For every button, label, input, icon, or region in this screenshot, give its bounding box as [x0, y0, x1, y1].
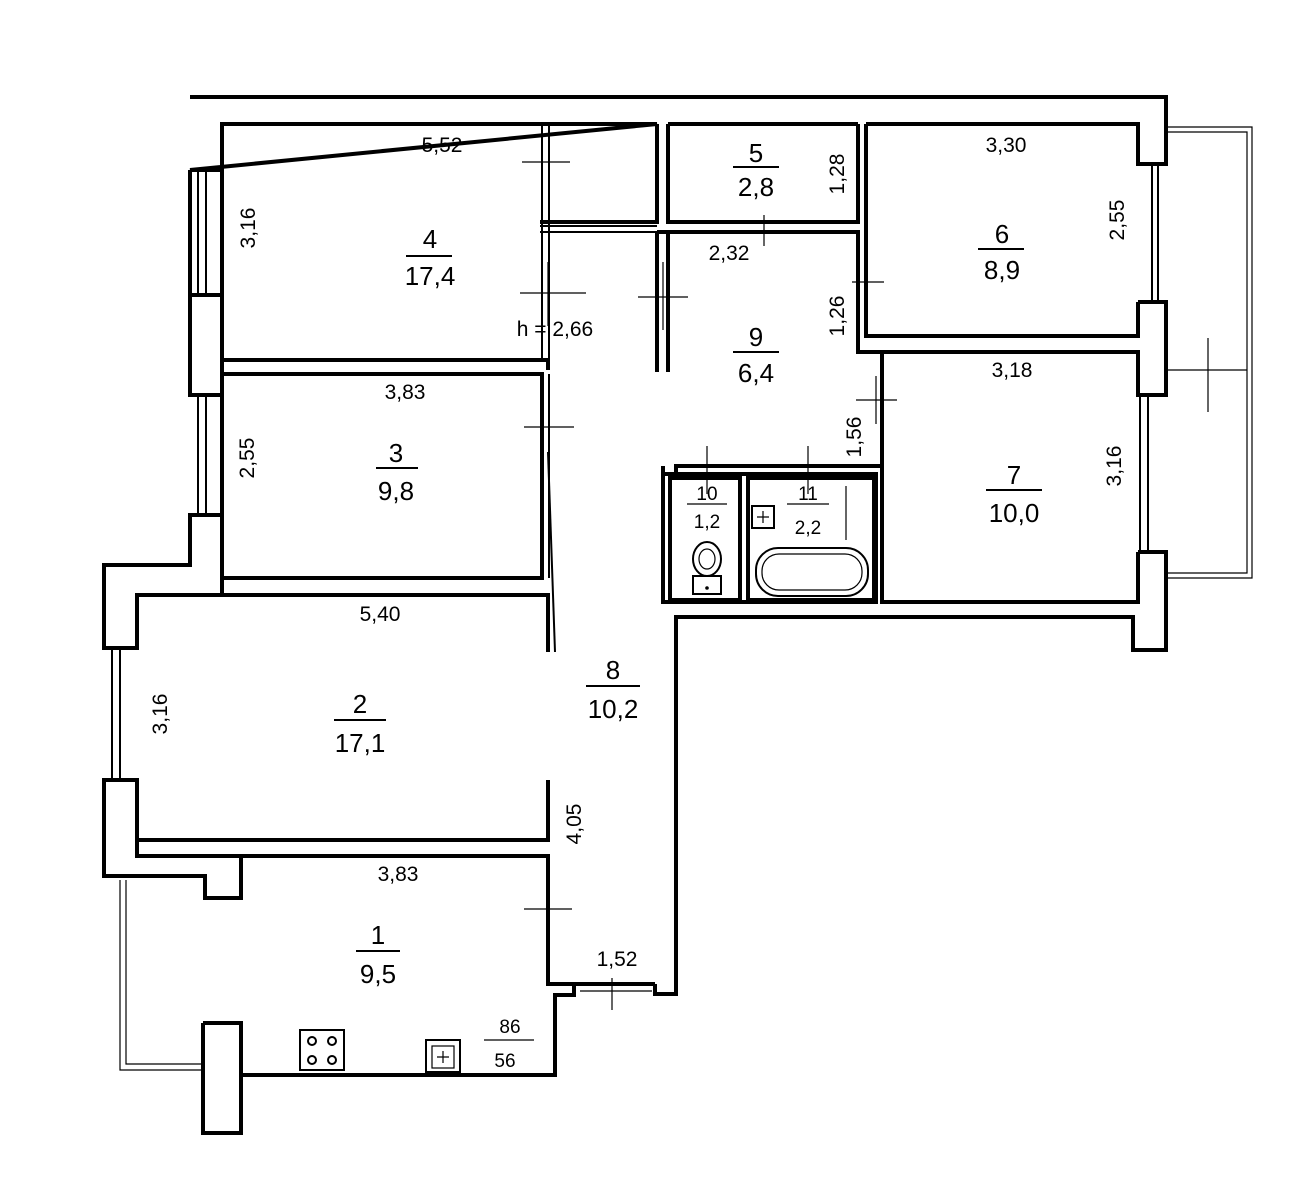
kitchen-note: 86 56 — [494, 1017, 520, 1072]
dim-r6-height: 2,55 — [1106, 200, 1129, 241]
interior-walls — [137, 124, 1140, 986]
room-labels: 4 17,4 5 2,8 6 8,9 9 6,4 7 10,0 3 9,8 10… — [335, 138, 1040, 989]
room-10-number: 10 — [696, 484, 717, 505]
room-1-number: 1 — [371, 920, 385, 950]
room-3-area: 9,8 — [378, 476, 414, 506]
room-label-lines — [334, 166, 1042, 952]
bath-sink-icon — [751, 505, 775, 529]
fixtures — [299, 486, 869, 1073]
dim-hall-width: 1,52 — [597, 948, 638, 971]
dim-r4-width: 5,52 — [422, 134, 463, 157]
door-marks — [520, 161, 897, 1010]
room-5-area: 2,8 — [738, 172, 774, 202]
room-6-number: 6 — [995, 219, 1009, 249]
room-3-number: 3 — [389, 438, 403, 468]
room-4-area: 17,4 — [405, 261, 456, 291]
kitchen-sink-icon — [425, 1039, 461, 1073]
dim-r2-width: 5,40 — [360, 603, 401, 626]
dim-r6-width: 3,30 — [986, 134, 1027, 157]
dim-r7-width: 3,18 — [992, 359, 1033, 382]
dim-r9-width: 2,32 — [709, 242, 750, 265]
room-8-area: 10,2 — [588, 694, 639, 724]
room-4-number: 4 — [423, 224, 437, 254]
dim-r2-height: 3,16 — [149, 694, 172, 735]
kitchen-note-bottom: 56 — [494, 1051, 515, 1072]
room-9-number: 9 — [749, 322, 763, 352]
bathtub-icon — [755, 547, 869, 597]
dimension-labels: 5,52 3,16 1,28 3,30 2,55 2,32 1,26 3,18 … — [149, 134, 1129, 971]
balconies — [119, 126, 1253, 1071]
room-11-number: 11 — [798, 484, 818, 505]
exterior-walls — [102, 95, 1168, 1135]
dim-r4-height: 3,16 — [237, 208, 260, 249]
kitchen-note-top: 86 — [499, 1017, 520, 1038]
stove-icon — [299, 1029, 345, 1071]
dim-r9-height: 1,26 — [826, 296, 849, 337]
room-11-area: 2,2 — [795, 518, 821, 539]
room-9-area: 6,4 — [738, 358, 774, 388]
room-7-number: 7 — [1007, 460, 1021, 490]
room-6-area: 8,9 — [984, 255, 1020, 285]
toilet-icon — [692, 541, 722, 595]
dim-r3-height: 2,55 — [236, 438, 259, 479]
dim-corridor-1: 1,56 — [843, 417, 866, 458]
dim-r3-width: 3,83 — [385, 381, 426, 404]
room-1-area: 9,5 — [360, 959, 396, 989]
room-5-number: 5 — [749, 138, 763, 168]
room-8-number: 8 — [606, 655, 620, 685]
room-2-number: 2 — [353, 689, 367, 719]
dim-r1-width: 3,83 — [378, 863, 419, 886]
dim-r5-height: 1,28 — [826, 154, 849, 195]
room-2-area: 17,1 — [335, 728, 386, 758]
windows — [111, 164, 1159, 780]
room-10-area: 1,2 — [694, 512, 720, 533]
dim-hall-length: 4,05 — [563, 804, 586, 845]
dim-r7-height: 3,16 — [1103, 446, 1126, 487]
room-7-area: 10,0 — [989, 498, 1040, 528]
ceiling-height: h = 2,66 — [517, 318, 593, 341]
